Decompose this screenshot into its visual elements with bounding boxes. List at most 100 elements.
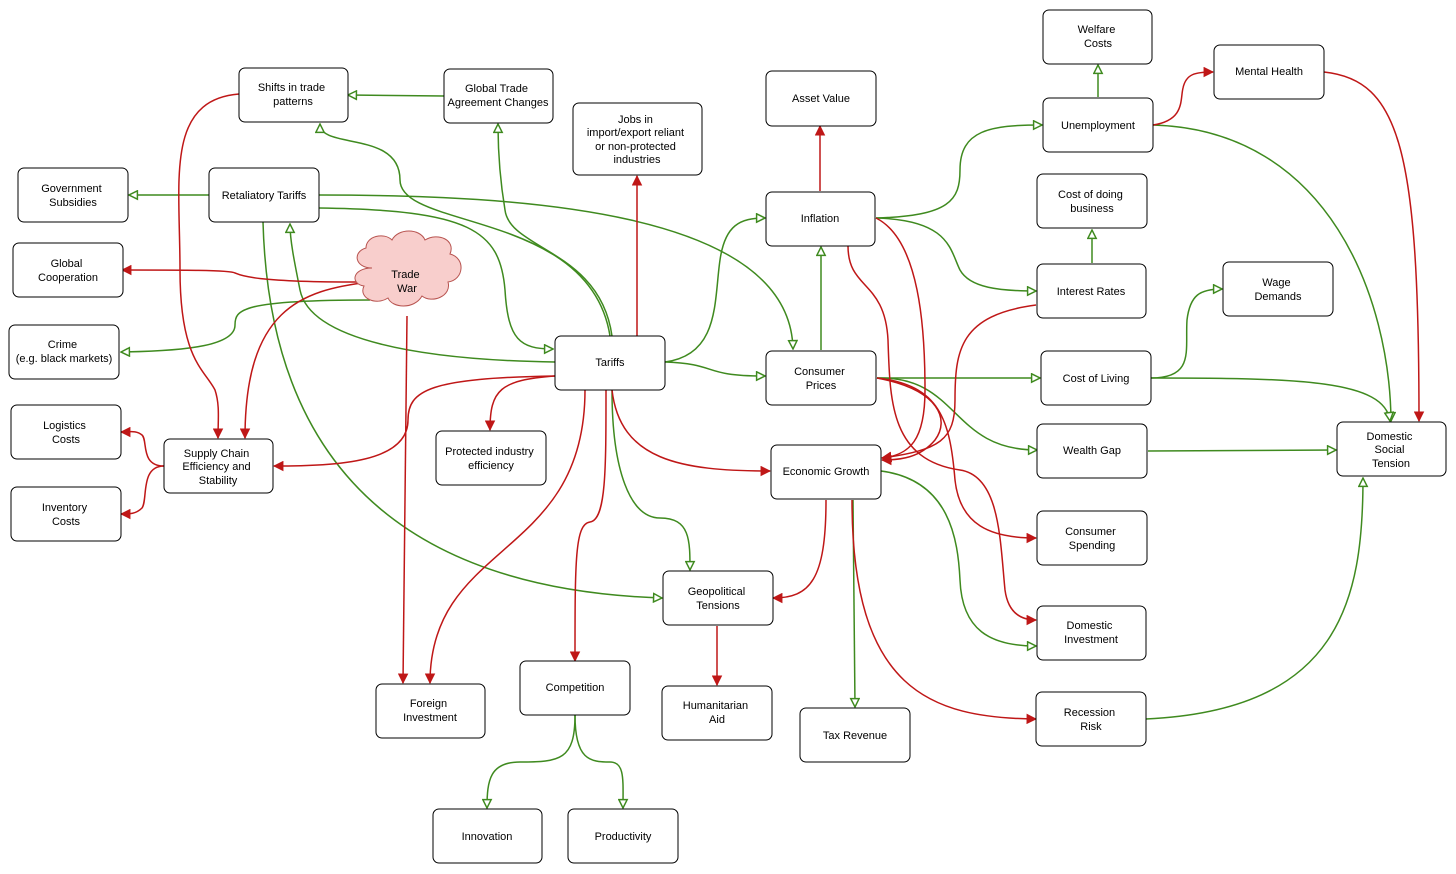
node-inventory-costs[interactable]: Inventory Costs <box>10 486 122 542</box>
node-global-cooperation[interactable]: Global Cooperation <box>12 242 124 298</box>
node-foreign-investment[interactable]: Foreign Investment <box>375 683 486 739</box>
edge-tariffs-to-economic-growth <box>611 389 772 477</box>
node-retaliatory-tariffs[interactable]: Retaliatory Tariffs <box>208 167 320 223</box>
node-welfare-costs[interactable]: Welfare Costs <box>1042 9 1153 65</box>
node-asset-value[interactable]: Asset Value <box>765 70 877 127</box>
node-domestic-social-tension[interactable]: Domestic Social Tension <box>1336 421 1447 477</box>
node-inflation[interactable]: Inflation <box>765 191 876 247</box>
edge-retaliatory-tariffs-to-tariffs <box>318 207 553 349</box>
node-label: Protected industry efficiency <box>445 446 537 472</box>
node-wealth-gap[interactable]: Wealth Gap <box>1036 423 1148 479</box>
edge-supply-chain-to-logistics-costs <box>119 426 165 467</box>
edge-global-trade-agreement-to-shifts-trade <box>348 95 445 96</box>
node-cost-of-living[interactable]: Cost of Living <box>1040 350 1152 406</box>
edge-cost-of-living-to-domestic-social-tension <box>1150 377 1390 421</box>
edge-competition-to-innovation <box>487 714 576 808</box>
node-label: Jobs in import/export reliant or non-pro… <box>587 114 687 166</box>
node-innovation[interactable]: Innovation <box>432 808 543 864</box>
edge-tariffs-to-geopolitical-tensions <box>611 389 690 570</box>
edge-tariffs-to-shifts-trade <box>320 124 611 337</box>
node-jobs[interactable]: Jobs in import/export reliant or non-pro… <box>572 102 703 176</box>
edge-recession-risk-to-domestic-social-tension <box>1145 478 1363 720</box>
node-label: Cost of doing business <box>1058 189 1126 215</box>
edge-tariffs-to-consumer-prices <box>664 361 765 376</box>
node-label: Global Cooperation <box>38 258 98 284</box>
node-tariffs[interactable]: Tariffs <box>554 335 666 391</box>
node-geopolitical-tensions[interactable]: Geopolitical Tensions <box>662 570 774 626</box>
node-protected-industry-efficiency[interactable]: Protected industry efficiency <box>435 430 547 486</box>
cloud-shape <box>354 230 462 307</box>
node-label: Tax Revenue <box>823 730 887 742</box>
edge-wealth-gap-to-domestic-social-tension <box>1147 450 1336 451</box>
edge-tariffs-to-retaliatory-tariffs <box>290 224 556 363</box>
node-cost-of-doing-business[interactable]: Cost of doing business <box>1036 173 1148 229</box>
edge-shifts-trade-to-supply-chain <box>178 93 240 440</box>
node-label: Competition <box>546 682 605 694</box>
edge-trade-war-to-supply-chain <box>239 281 371 440</box>
node-label: Inflation <box>801 213 840 225</box>
edge-tariffs-to-protected-industry <box>484 375 556 432</box>
node-competition[interactable]: Competition <box>519 660 631 716</box>
node-label: Consumer Spending <box>1065 526 1119 552</box>
node-trade-war-cloud[interactable]: Trade War <box>354 230 462 307</box>
node-productivity[interactable]: Productivity <box>567 808 679 864</box>
node-label: Domestic Investment <box>1064 620 1118 646</box>
edge-consumer-prices-to-wealth-gap <box>876 377 1037 450</box>
edge-tariffs-to-foreign-investment <box>424 389 586 685</box>
edge-retaliatory-tariffs-to-consumer-prices <box>318 194 793 349</box>
edge-inflation-to-economic-growth <box>875 217 926 463</box>
node-interest-rates[interactable]: Interest Rates <box>1036 263 1147 319</box>
edge-tariffs-to-competition <box>569 389 607 663</box>
edge-competition-to-productivity <box>574 714 623 808</box>
node-wage-demands[interactable]: Wage Demands <box>1222 261 1334 317</box>
edge-tariffs-to-inflation <box>664 218 765 363</box>
edge-tariffs-to-supply-chain <box>272 375 556 472</box>
node-label: Government Subsidies <box>41 183 105 209</box>
node-label: Global Trade Agreement Changes <box>448 83 549 109</box>
edge-economic-growth-to-recession-risk <box>851 499 1038 725</box>
edge-unemployment-to-domestic-social-tension <box>1152 124 1391 421</box>
node-label: Logistics Costs <box>43 420 89 446</box>
node-label: Wage Demands <box>1254 277 1302 303</box>
node-label: Asset Value <box>792 93 850 105</box>
node-supply-chain[interactable]: Supply Chain Efficiency and Stability <box>163 438 274 494</box>
edge-economic-growth-to-domestic-investment <box>880 470 1036 646</box>
node-logistics-costs[interactable]: Logistics Costs <box>10 404 122 460</box>
node-domestic-investment[interactable]: Domestic Investment <box>1036 605 1147 661</box>
edge-unemployment-to-mental-health <box>1152 66 1215 126</box>
node-label: Mental Health <box>1235 66 1303 78</box>
node-shifts-in-trade-patterns[interactable]: Shifts in trade patterns <box>238 67 349 123</box>
node-economic-growth[interactable]: Economic Growth <box>770 444 882 500</box>
edge-inflation-to-interest-rates <box>875 217 1036 291</box>
node-consumer-spending[interactable]: Consumer Spending <box>1036 510 1148 566</box>
node-humanitarian-aid[interactable]: Humanitarian Aid <box>661 685 773 741</box>
node-global-trade-agreement-changes[interactable]: Global Trade Agreement Changes <box>443 68 554 124</box>
edge-economic-growth-to-geopolitical-tensions <box>771 499 827 604</box>
node-label: Retaliatory Tariffs <box>222 190 307 202</box>
node-mental-health[interactable]: Mental Health <box>1213 44 1325 100</box>
edge-cost-of-living-to-wage-demands <box>1150 289 1222 379</box>
edge-interest-rates-to-economic-growth <box>880 304 1037 462</box>
node-label: Inventory Costs <box>42 502 90 528</box>
edge-trade-war-to-global-cooperation <box>120 264 359 283</box>
node-label: Humanitarian Aid <box>683 700 751 726</box>
node-label: Innovation <box>462 831 513 843</box>
edge-inflation-to-unemployment <box>875 125 1042 219</box>
node-tax-revenue[interactable]: Tax Revenue <box>799 707 911 763</box>
node-label: Supply Chain Efficiency and Stability <box>182 448 253 487</box>
node-crime[interactable]: Crime (e.g. black markets) <box>8 324 120 380</box>
edge-consumer-prices-to-economic-growth <box>876 377 942 466</box>
node-unemployment[interactable]: Unemployment <box>1042 97 1154 153</box>
edge-inflation-to-domestic-investment <box>847 245 1038 626</box>
edge-trade-war-to-foreign-investment <box>397 315 409 685</box>
node-consumer-prices[interactable]: Consumer Prices <box>765 350 877 406</box>
edge-consumer-prices-to-consumer-spending <box>876 377 1038 544</box>
nodes: Welfare Costs Mental Health Asset Value … <box>8 9 1447 864</box>
node-label: Unemployment <box>1061 120 1135 132</box>
node-label: Recession Risk <box>1064 707 1118 733</box>
node-label: Trade War <box>391 269 422 295</box>
node-recession-risk[interactable]: Recession Risk <box>1035 691 1147 747</box>
node-label: Wealth Gap <box>1063 445 1121 457</box>
node-government-subsidies[interactable]: Government Subsidies <box>17 167 129 223</box>
